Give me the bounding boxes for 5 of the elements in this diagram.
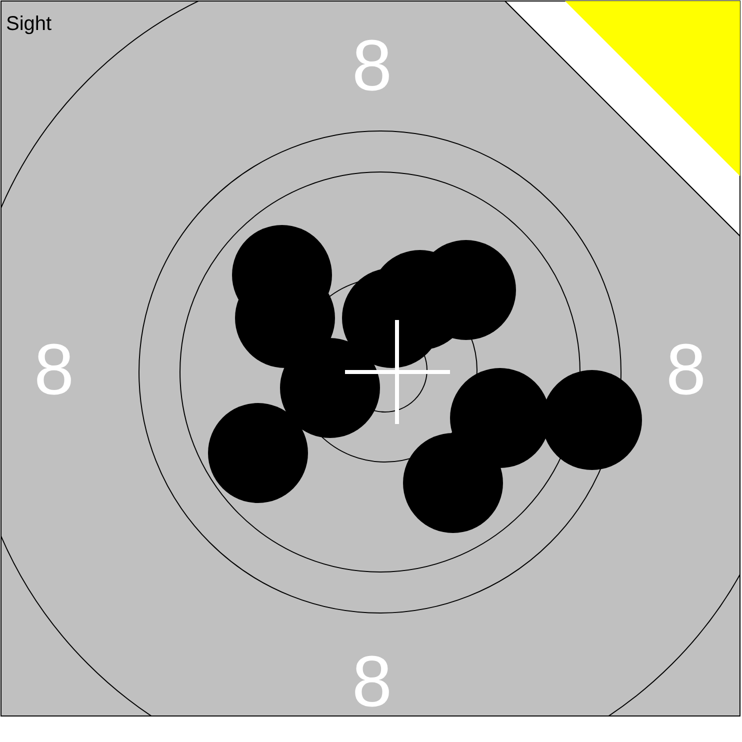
sight-label: Sight — [6, 14, 52, 34]
ring-number: 8 — [352, 646, 392, 718]
ring-number: 8 — [352, 30, 392, 102]
ring-number: 8 — [34, 334, 74, 406]
ring-number: 8 — [666, 334, 706, 406]
